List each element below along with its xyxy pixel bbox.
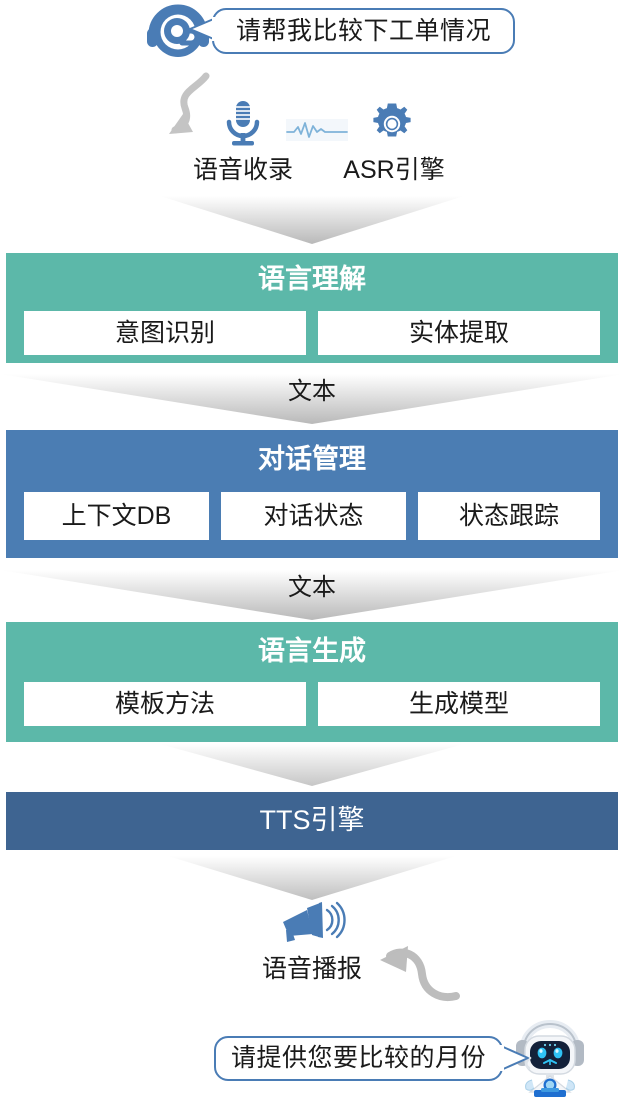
- connector-tts-to-speech: [0, 856, 624, 906]
- gear-icon: [371, 103, 413, 145]
- connector-nlg-to-tts: [0, 744, 624, 792]
- speech-output-label: 语音播报: [261, 955, 362, 983]
- waveform-icon: [286, 119, 348, 141]
- band-tts: TTS引擎: [6, 792, 618, 850]
- megaphone-icon: [277, 900, 347, 944]
- band-dm-title: 对话管理: [258, 444, 366, 474]
- band-dm-cell-1[interactable]: 对话状态: [221, 492, 406, 540]
- band-nlg-cell-0-label: 模板方法: [114, 689, 215, 718]
- bot-bubble-tail-icon: [498, 1044, 532, 1074]
- band-nlu-cell-0-label: 意图识别: [114, 318, 215, 347]
- connector-nlu-to-dm: 文本: [0, 370, 624, 428]
- voice-capture-label: 语音收录: [192, 156, 293, 184]
- band-dm-cell-0[interactable]: 上下文DB: [24, 492, 209, 540]
- curved-down-left-arrow-icon: [157, 72, 227, 144]
- band-nlg-title: 语言生成: [258, 636, 366, 666]
- band-nlu-cell-0[interactable]: 意图识别: [24, 311, 306, 355]
- connector-nlu-to-dm-label: 文本: [288, 378, 336, 405]
- bot-speech-bubble-text: 请提供您要比较的月份: [230, 1044, 486, 1072]
- band-nlu-cell-1[interactable]: 实体提取: [318, 311, 600, 355]
- connector-dm-to-nlg-label: 文本: [288, 574, 336, 601]
- asr-engine-label: ASR引擎: [343, 156, 445, 184]
- band-nlg-cell-1-label: 生成模型: [408, 689, 509, 718]
- band-nlu-cell-1-label: 实体提取: [408, 318, 509, 347]
- user-speech-bubble: 请帮我比较下工单情况: [212, 8, 515, 54]
- user-bubble-tail-icon: [186, 16, 218, 44]
- band-dm-cell-2[interactable]: 状态跟踪: [418, 492, 600, 540]
- band-nlg-cell-1[interactable]: 生成模型: [318, 682, 600, 726]
- band-nlg: 语言生成 模板方法 生成模型: [6, 622, 618, 742]
- band-nlu: 语言理解 意图识别 实体提取: [6, 253, 618, 363]
- band-dm-cell-1-label: 对话状态: [263, 501, 364, 530]
- band-tts-title: TTS引擎: [259, 805, 365, 835]
- headset-agent-icon: [141, 4, 225, 60]
- user-speech-bubble-text: 请帮我比较下工单情况: [235, 16, 491, 45]
- band-dm: 对话管理 上下文DB 对话状态 状态跟踪: [6, 430, 618, 558]
- band-nlu-title: 语言理解: [258, 264, 366, 294]
- bot-speech-bubble: 请提供您要比较的月份: [214, 1036, 503, 1081]
- band-dm-cell-2-label: 状态跟踪: [458, 501, 559, 530]
- microphone-icon: [224, 100, 262, 146]
- curved-up-left-arrow-icon: [378, 940, 466, 1012]
- connector-asr-to-nlu: [0, 196, 624, 250]
- band-dm-cell-0-label: 上下文DB: [61, 501, 172, 530]
- band-nlg-cell-0[interactable]: 模板方法: [24, 682, 306, 726]
- connector-dm-to-nlg: 文本: [0, 566, 624, 624]
